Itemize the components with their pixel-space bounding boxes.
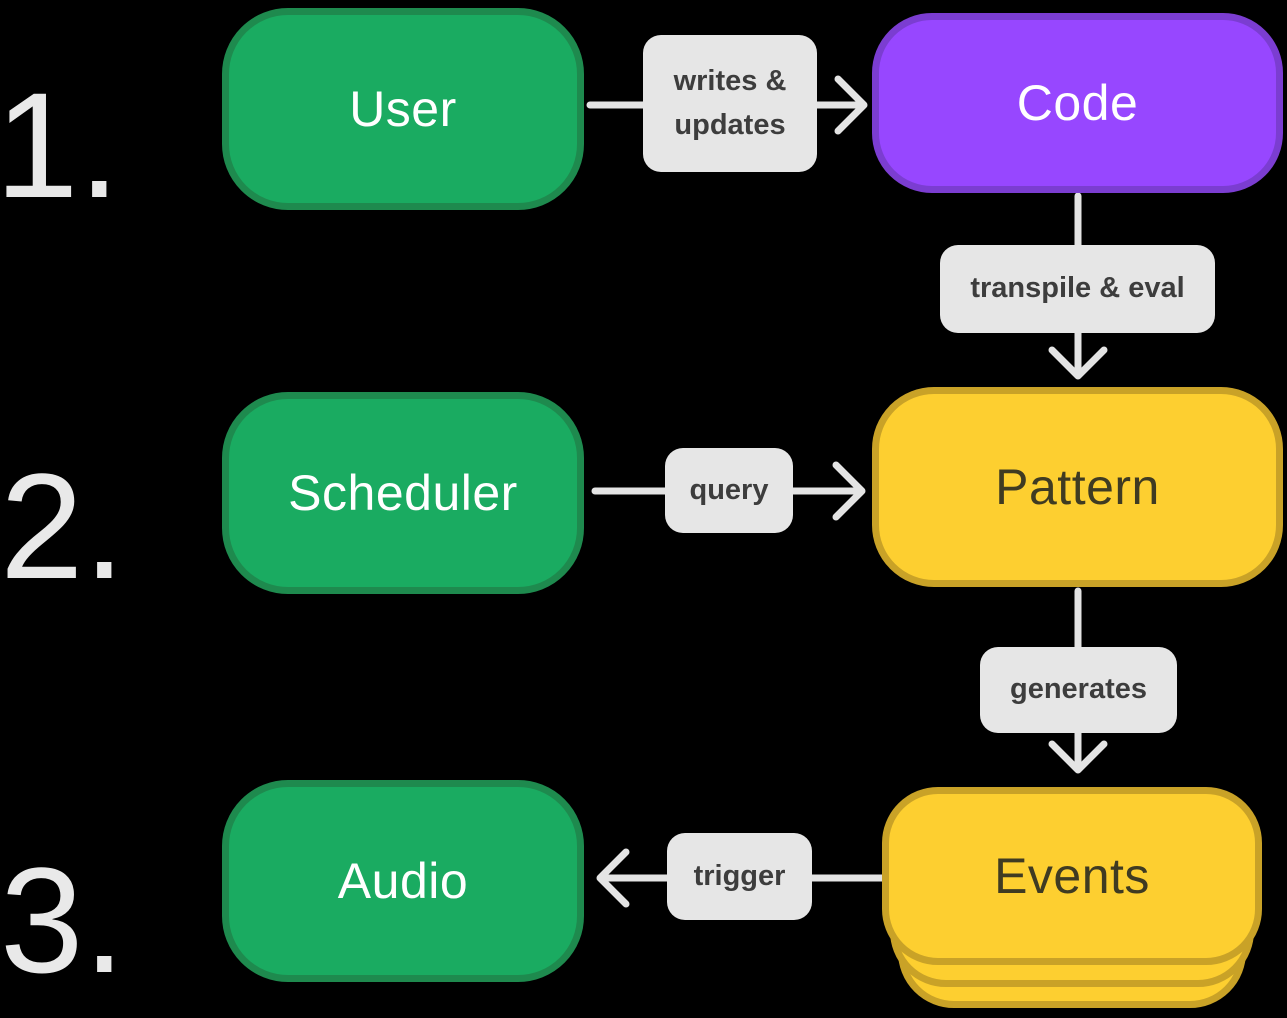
step-number-3: 3. <box>0 836 126 1004</box>
step-number-1: 1. <box>0 61 121 229</box>
node-audio: Audio <box>222 780 584 982</box>
node-code: Code <box>872 13 1283 193</box>
node-scheduler: Scheduler <box>222 392 584 594</box>
step-number-2: 2. <box>0 442 126 610</box>
node-pattern: Pattern <box>872 387 1283 587</box>
node-audio-label: Audio <box>337 853 469 909</box>
node-user-label: User <box>349 81 457 137</box>
node-events: Events <box>882 787 1262 965</box>
node-scheduler-label: Scheduler <box>288 465 518 521</box>
edge-label-trigger: trigger <box>667 833 812 920</box>
node-events-label: Events <box>994 848 1150 904</box>
node-user: User <box>222 8 584 210</box>
node-pattern-label: Pattern <box>995 459 1160 515</box>
edge-label-generates: generates <box>980 647 1177 733</box>
node-code-label: Code <box>1016 75 1139 131</box>
edge-label-transpile-eval: transpile & eval <box>940 245 1215 333</box>
edge-label-query: query <box>665 448 793 533</box>
edge-label-writes-updates: writes & updates <box>643 35 817 172</box>
